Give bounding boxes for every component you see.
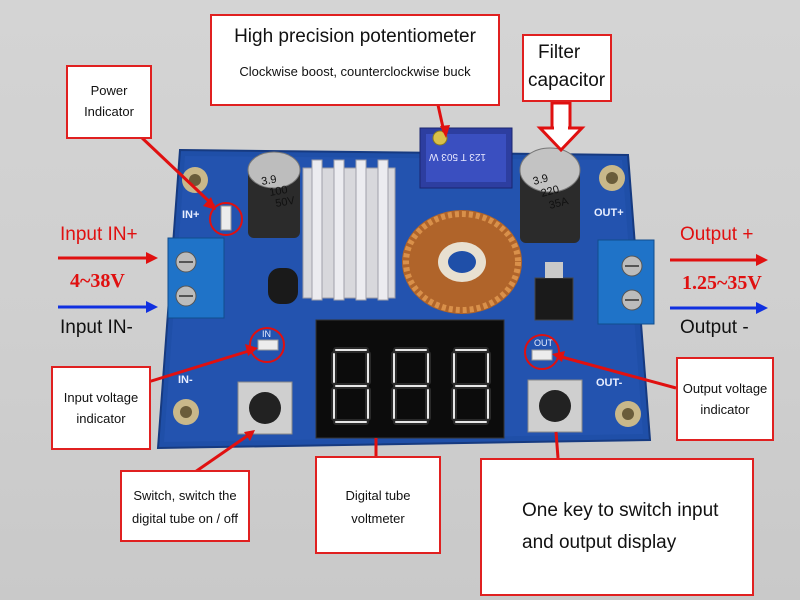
filter-capacitor-callout: Filter capacitor: [522, 34, 612, 102]
one-key-callout: One key to switch input and output displ…: [480, 458, 754, 596]
svg-text:IN+: IN+: [182, 209, 199, 221]
output-led: [531, 349, 553, 361]
svg-text:OUT-: OUT-: [596, 377, 623, 389]
output-minus-label: Output -: [680, 317, 749, 338]
mounting-hole-top-left: [182, 167, 208, 193]
output-voltage-indicator-line2: indicator: [700, 402, 750, 417]
transistor: [268, 268, 298, 304]
digital-tube-callout: Digital tube voltmeter: [315, 456, 441, 554]
potentiometer: 123 T 503 W: [419, 127, 513, 189]
input-voltage-indicator-callout: Input voltage indicator: [51, 366, 151, 450]
input-output-switch-button: [527, 379, 583, 433]
svg-text:50V: 50V: [274, 195, 296, 210]
input-capacitor: 3.9 100 50V: [247, 151, 301, 238]
input-indicator-leader: [147, 348, 253, 384]
filter-capacitor-arrow: [536, 101, 586, 153]
power-indicator-leader: [138, 134, 216, 208]
output-range-label: 1.25~35V: [682, 272, 762, 294]
svg-text:3.9: 3.9: [260, 173, 277, 187]
switch-line1: Switch, switch the: [133, 488, 237, 503]
heatsink: [302, 159, 396, 301]
seven-segment-display: [315, 319, 505, 439]
svg-text:220: 220: [540, 184, 561, 200]
filter-capacitor: 3.9 220 35A: [519, 147, 581, 243]
output-indicator-leader: [557, 354, 677, 390]
schottky-diode: [534, 262, 574, 321]
input-led-ring: [249, 327, 285, 363]
input-led: [257, 339, 279, 351]
svg-text:3.9: 3.9: [532, 172, 550, 188]
input-plus-label: Input IN+: [60, 224, 138, 245]
output-led-ring: [524, 334, 560, 370]
potentiometer-title: High precision potentiometer: [234, 26, 476, 47]
switch-line2: digital tube on / off: [131, 511, 238, 526]
output-plus-label: Output +: [680, 224, 754, 245]
input-range-label: 4~38V: [70, 270, 125, 292]
output-voltage-indicator-line1: Output voltage: [682, 381, 768, 396]
input-voltage-indicator-line2: indicator: [76, 411, 126, 426]
filter-capacitor-line2: capacitor: [528, 70, 606, 91]
power-led: [220, 205, 232, 231]
switch-leader: [194, 432, 251, 474]
svg-text:OUT: OUT: [534, 338, 554, 348]
svg-text:IN-: IN-: [178, 374, 193, 386]
mounting-hole-bottom-left: [173, 399, 199, 425]
digital-tube-line1: Digital tube: [345, 488, 411, 503]
potentiometer-callout: High precision potentiometer Clockwise b…: [210, 14, 500, 106]
svg-text:OUT+: OUT+: [594, 207, 624, 219]
one-key-leader: [554, 431, 560, 459]
input-voltage-indicator-line1: Input voltage: [63, 390, 139, 405]
display-toggle-button: [237, 381, 293, 435]
svg-text:IN: IN: [262, 329, 271, 339]
digital-tube-line2: voltmeter: [351, 511, 405, 526]
output-voltage-indicator-callout: Output voltage indicator: [676, 357, 774, 441]
filter-capacitor-line1: Filter: [538, 42, 581, 63]
input-terminal-block: [167, 237, 225, 319]
toroid-inductor: [402, 210, 522, 314]
power-indicator-line2: Indicator: [84, 104, 134, 119]
power-indicator-callout: Power Indicator: [66, 65, 152, 139]
one-key-line2: and output display: [522, 532, 677, 553]
svg-text:100: 100: [268, 184, 288, 199]
mounting-hole-bottom-right: [615, 401, 641, 427]
input-minus-label: Input IN-: [60, 317, 133, 338]
potentiometer-description: Clockwise boost, counterclockwise buck: [239, 64, 471, 79]
switch-callout: Switch, switch the digital tube on / off: [120, 470, 250, 542]
power-led-ring: [209, 202, 243, 236]
one-key-line1: One key to switch input: [522, 500, 719, 521]
power-indicator-line1: Power: [90, 83, 128, 98]
svg-text:35A: 35A: [548, 195, 571, 212]
mounting-hole-top-right: [599, 165, 625, 191]
svg-text:123 T 503 W: 123 T 503 W: [429, 151, 486, 162]
output-terminal-block: [597, 239, 655, 325]
